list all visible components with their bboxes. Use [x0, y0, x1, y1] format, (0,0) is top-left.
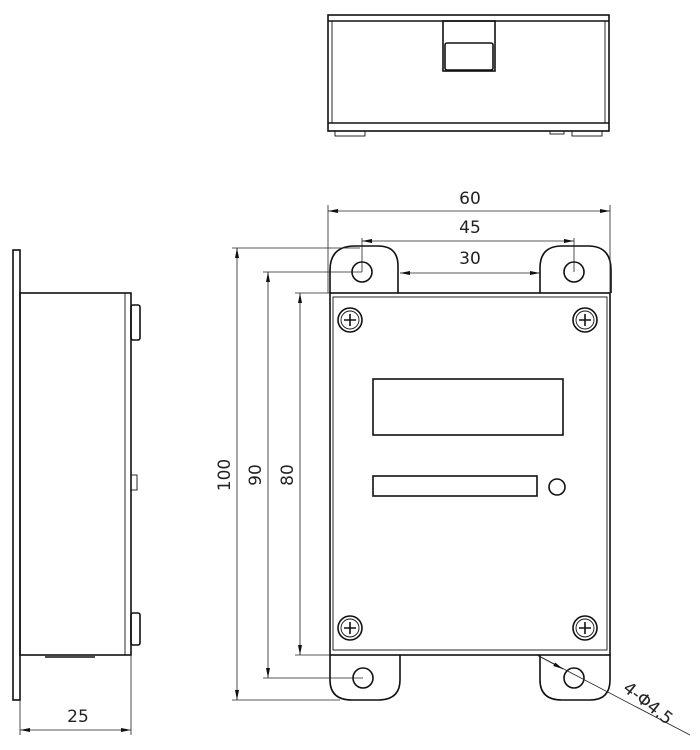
mount-hole — [563, 667, 585, 689]
dim-body-height: 80 — [278, 464, 298, 486]
screw-icon — [337, 615, 363, 641]
screw-icon — [572, 307, 598, 333]
dim-depth: 25 — [67, 707, 89, 727]
front-view — [329, 245, 612, 701]
slot — [372, 475, 538, 497]
led-indicator — [548, 478, 566, 496]
dim-hole-callout: 4-Φ4.5 — [619, 678, 677, 729]
dim-height-overall: 100 — [215, 459, 235, 491]
screw-icon — [572, 615, 598, 641]
mount-lug-bottom-right — [539, 655, 611, 701]
screw-icon — [337, 307, 363, 333]
dim-inner-gap: 30 — [459, 249, 481, 269]
mount-lug-bottom-left — [329, 655, 401, 701]
mount-lug-top-left — [329, 245, 399, 293]
dim-width-overall: 60 — [459, 189, 481, 209]
top-view — [327, 14, 610, 137]
foot — [571, 130, 603, 137]
connector — [442, 20, 496, 72]
mount-lug-top-right — [539, 245, 612, 293]
dim-hole-spacing-x: 45 — [459, 218, 481, 238]
display-window — [372, 378, 564, 436]
side-view — [12, 249, 141, 701]
foot — [334, 130, 366, 137]
dimension-lines — [19, 205, 691, 736]
dim-hole-spacing-y: 90 — [246, 464, 266, 486]
